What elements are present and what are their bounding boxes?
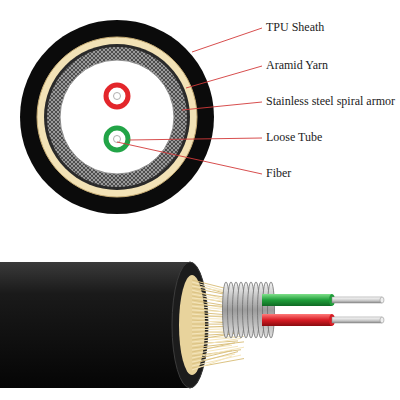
jacket-body [0, 262, 208, 388]
aramid-yarn-ring [37, 37, 197, 197]
callout-label: Stainless steel spiral armor [266, 94, 395, 108]
leader-lines [117, 28, 262, 174]
aramid-fibers [192, 280, 244, 370]
green-tube [262, 294, 332, 306]
leader-line [186, 66, 262, 88]
leader-line [117, 142, 262, 174]
jacket-end [172, 262, 208, 388]
leader-line [192, 28, 262, 52]
aramid-fiber [192, 356, 232, 370]
fiber-core [114, 136, 121, 143]
fiber-strand [332, 297, 382, 303]
fiber-core [114, 93, 121, 100]
inner-core [60, 60, 174, 174]
tpu-sheath-ring [20, 20, 214, 214]
leader-line [129, 138, 262, 140]
cross-section [20, 20, 214, 214]
steel-armor [223, 282, 275, 338]
green-loose-tube [106, 128, 128, 150]
callout-label: TPU Sheath [266, 20, 324, 34]
aramid-fiber [192, 359, 244, 368]
red-loose-tube [106, 85, 128, 107]
steel-armor-ring [47, 47, 187, 187]
fiber-end [380, 317, 384, 323]
cable-perspective [0, 262, 384, 388]
callout-label: Aramid Yarn [266, 58, 328, 72]
callout-label: Fiber [266, 166, 291, 180]
fiber-strand [332, 317, 382, 323]
armor-ring [268, 282, 275, 338]
armor-edge-ring [44, 44, 190, 190]
callout-label: Loose Tube [266, 130, 322, 144]
fiber-end [380, 297, 384, 303]
leader-line [182, 102, 262, 110]
red-tube [262, 314, 332, 326]
aramid-fiber [192, 333, 241, 336]
